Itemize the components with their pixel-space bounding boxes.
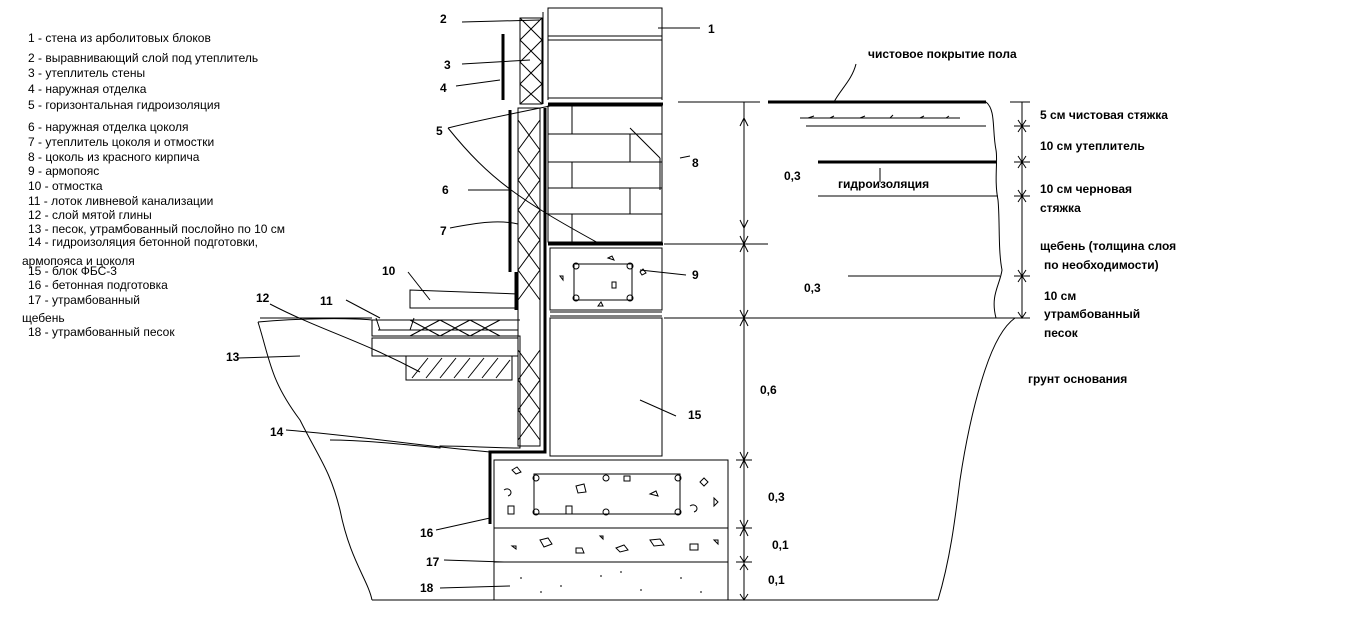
legend-item-12: 12 - слой мятой глины: [28, 208, 152, 222]
legend-item-7: 7 - утеплитель цоколя и отмостки: [28, 135, 214, 149]
legend-item-9: 9 - армопояс: [28, 164, 99, 178]
callout-17: 17: [426, 555, 440, 569]
legend-item-17-cont: щебень: [22, 311, 65, 325]
label-rough-screed-1: 10 см черновая: [1040, 182, 1132, 196]
callout-12: 12: [256, 291, 270, 305]
label-sand-2: утрамбованный: [1044, 307, 1140, 321]
callout-9: 9: [692, 268, 699, 282]
label-sand-1: 10 см: [1044, 289, 1076, 303]
callout-15: 15: [688, 408, 702, 422]
legend-item-16: 16 - бетонная подготовка: [28, 278, 168, 292]
callout-16: 16: [420, 526, 434, 540]
legend-item-11: 11 - лоток ливневой канализации: [28, 194, 213, 208]
label-finish-cover: чистовое покрытие пола: [868, 47, 1017, 61]
legend-item-14-cont: армопояса и цоколя: [22, 254, 135, 268]
callout-1: 1: [708, 22, 715, 36]
legend-item-18: 18 - утрамбованный песок: [28, 325, 175, 339]
label-insulation: 10 см утеплитель: [1040, 139, 1145, 153]
legend-item-4: 4 - наружная отделка: [28, 82, 147, 96]
label-waterproofing: гидроизоляция: [838, 177, 929, 191]
brick-plinth: [547, 105, 663, 243]
leader-lines: [237, 19, 881, 589]
legend-item-17: 17 - утрамбованный: [28, 293, 140, 307]
callout-13: 13: [226, 350, 240, 364]
legend-item-13: 13 - песок, утрамбованный послойно по 10…: [28, 222, 285, 236]
callout-5: 5: [436, 124, 443, 138]
foundation-beam: [493, 459, 729, 529]
callout-4: 4: [440, 81, 447, 95]
dim-sand-height: 0,1: [768, 573, 785, 587]
gravel-layer: [493, 527, 729, 563]
legend-item-6: 6 - наружная отделка цоколя: [28, 120, 189, 134]
armobelt: [549, 247, 663, 317]
label-sand-3: песок: [1044, 326, 1079, 340]
legend-item-14: 14 - гидроизоляция бетонной подготовки,: [28, 235, 258, 249]
legend: 1 - стена из арболитовых блоков 2 - выра…: [22, 31, 285, 339]
callout-11: 11: [320, 294, 333, 308]
legend-item-10: 10 - отмостка: [28, 179, 103, 193]
label-rough-screed-2: стяжка: [1040, 201, 1081, 215]
callout-18: 18: [420, 581, 434, 595]
label-base-soil: грунт основания: [1028, 372, 1127, 386]
callout-8: 8: [692, 156, 699, 170]
callout-7: 7: [440, 224, 447, 238]
callout-3: 3: [444, 58, 451, 72]
dim-block-height: 0,6: [760, 383, 777, 397]
dimension-lines: [664, 101, 1030, 601]
floor-stack: [768, 100, 1003, 319]
arbolite-wall: [547, 7, 663, 100]
sand-layer: [493, 561, 729, 601]
callout-2: 2: [440, 12, 447, 26]
callout-10: 10: [382, 264, 396, 278]
dimension-values: 0,3 0,3 0,6 0,3 0,1 0,1: [760, 169, 821, 587]
callout-14: 14: [270, 425, 284, 439]
wall-insulation: [501, 12, 544, 105]
floor-labels: чистовое покрытие пола 5 см чистовая стя…: [838, 47, 1176, 386]
dim-floor-height: 0,3: [804, 281, 821, 295]
label-finish-screed: 5 см чистовая стяжка: [1040, 108, 1168, 122]
legend-item-8: 8 - цоколь из красного кирпича: [28, 150, 200, 164]
legend-item-15: 15 - блок ФБС-3: [28, 264, 117, 278]
dim-plinth-height: 0,3: [784, 169, 801, 183]
callout-6: 6: [442, 183, 449, 197]
plinth-insulation: [488, 107, 547, 524]
legend-item-3: 3 - утеплитель стены: [28, 66, 145, 80]
fbs-block: [549, 317, 663, 457]
label-gravel-2: по необходимости): [1044, 258, 1159, 272]
label-gravel-1: щебень (толщина слоя: [1040, 239, 1176, 253]
soil-outline: [257, 317, 1030, 601]
legend-item-2: 2 - выравнивающий слой под утеплитель: [28, 51, 258, 65]
dim-gravel-height: 0,1: [772, 538, 789, 552]
callout-numbers: 1 2 3 4 5 6 7 8 9 10 11 12 13 14 15 16 1…: [226, 12, 715, 595]
blind-area: [371, 289, 519, 381]
legend-item-1: 1 - стена из арболитовых блоков: [28, 31, 211, 45]
dim-beam-height: 0,3: [768, 490, 785, 504]
legend-item-5: 5 - горизонтальная гидроизоляция: [28, 98, 220, 112]
